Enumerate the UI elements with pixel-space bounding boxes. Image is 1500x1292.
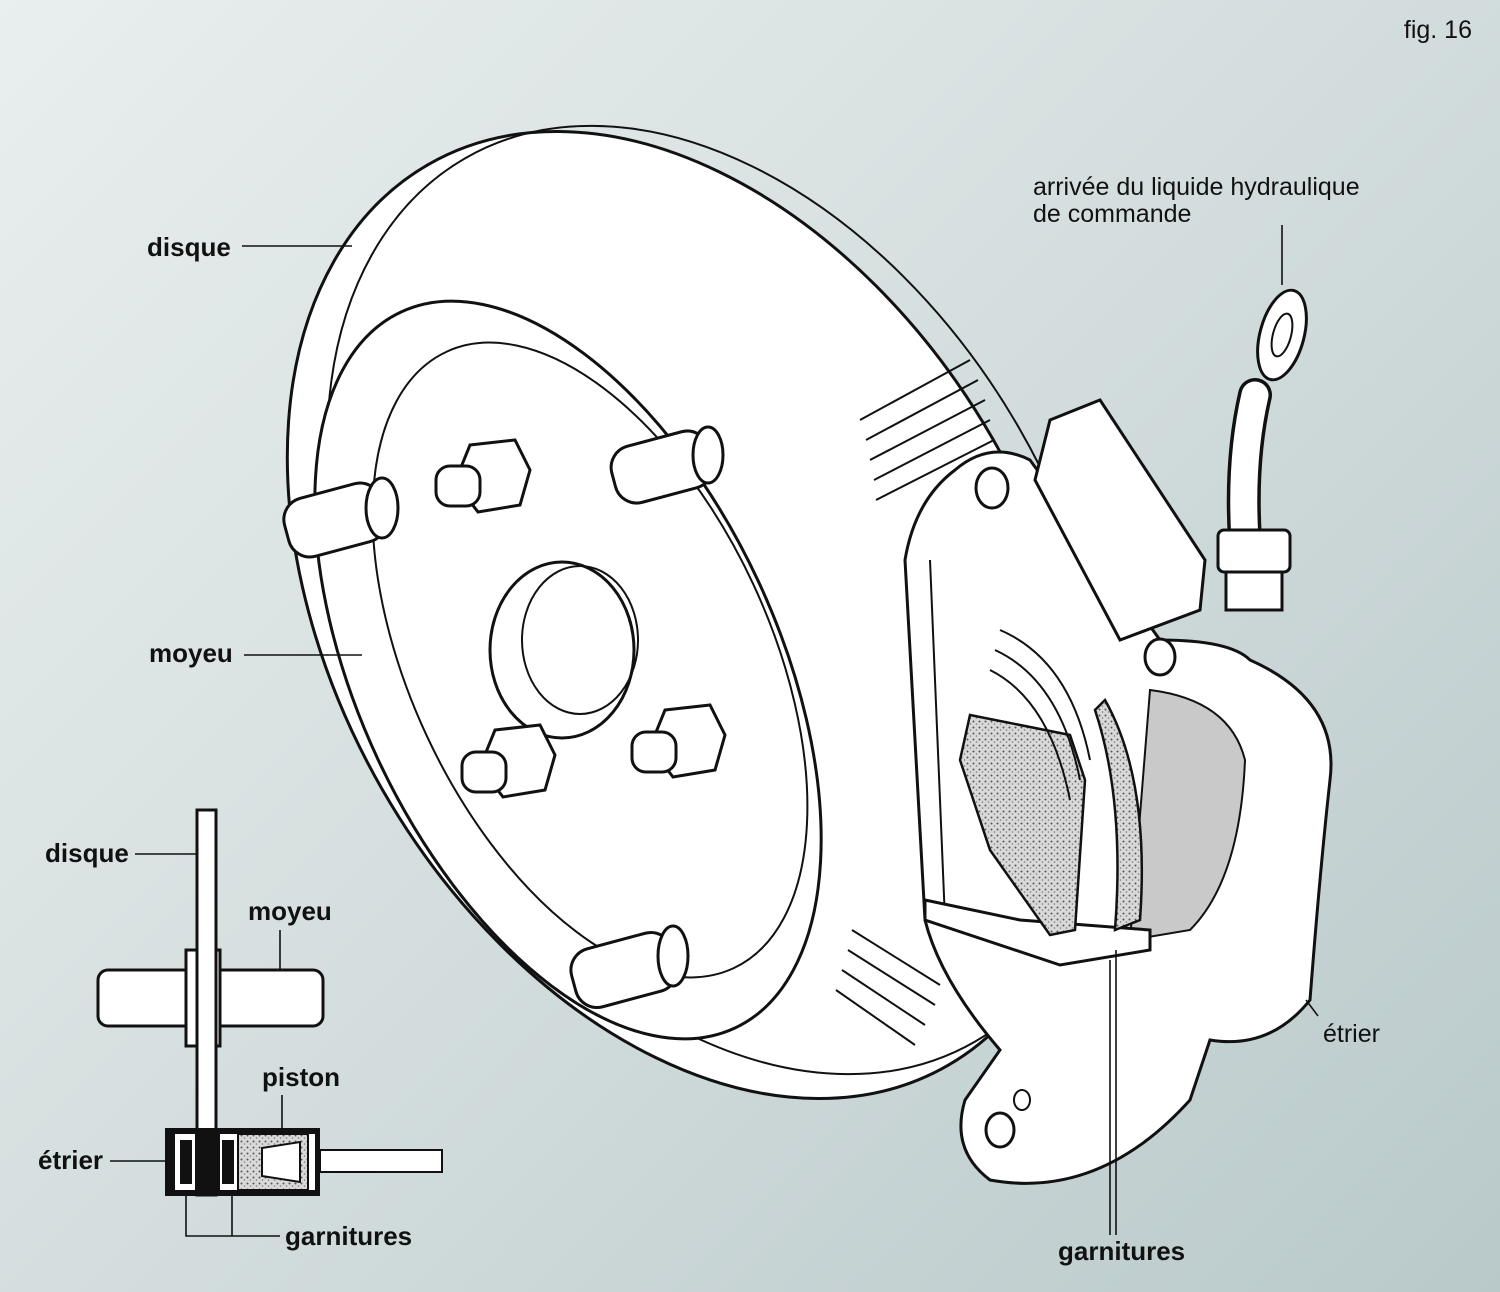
inset-label-etrier: étrier (38, 1145, 103, 1175)
hydraulic-hose (1216, 288, 1308, 612)
main-labels: fig. 16 disque moyeu arrivée du liquide … (147, 16, 1472, 1266)
label-moyeu: moyeu (149, 638, 233, 668)
label-etrier: étrier (1323, 1020, 1380, 1048)
wheel-nuts (434, 438, 727, 799)
inset-label-disque: disque (45, 838, 129, 868)
wheel-studs (282, 425, 725, 1009)
inset-hydraulic-line (319, 1149, 443, 1173)
label-arrivee-line2: de commande (1033, 200, 1191, 228)
inset-label-garnitures: garnitures (285, 1221, 412, 1251)
inset-schematic: disque moyeu piston étrier garnitures (38, 808, 443, 1251)
label-disque: disque (147, 232, 231, 262)
leader-etrier (1305, 999, 1319, 1017)
inset-caliper (165, 1128, 320, 1196)
label-arrivee-line1: arrivée du liquide hydraulique (1033, 173, 1360, 201)
brake-pads (958, 629, 1144, 937)
inset-label-piston: piston (262, 1062, 340, 1092)
label-garnitures: garnitures (1058, 1236, 1185, 1266)
figure-label: fig. 16 (1404, 16, 1472, 44)
inset-label-moyeu: moyeu (248, 896, 332, 926)
